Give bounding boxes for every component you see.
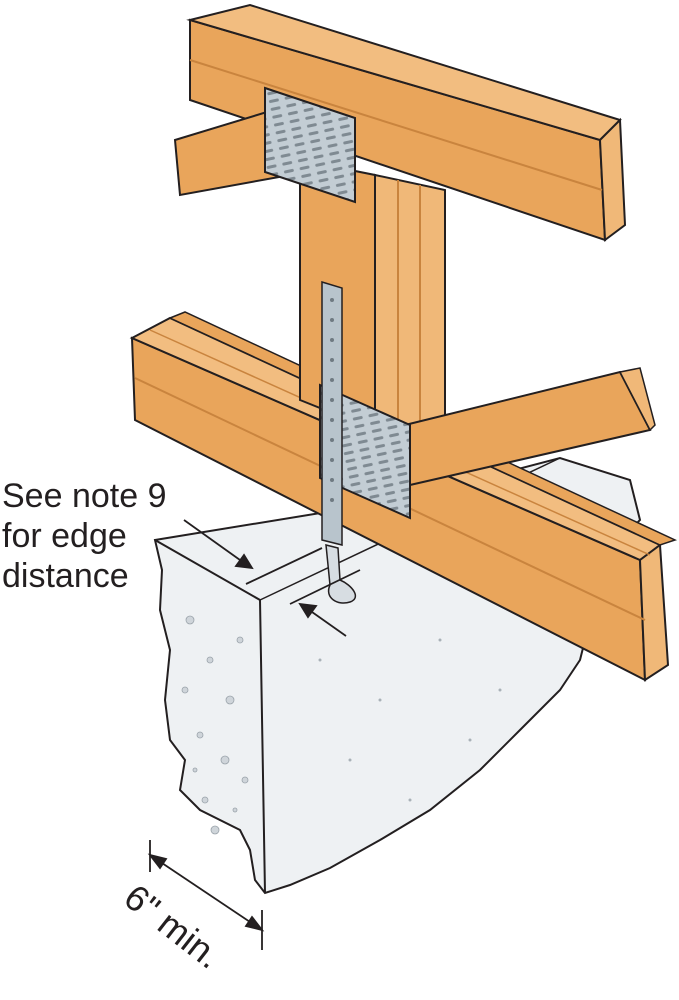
note-line-3: distance — [2, 557, 129, 595]
edge-distance-note: See note 9 for edge distance — [2, 476, 172, 596]
strap-anchor — [321, 280, 357, 604]
edge-distance-arrows — [183, 519, 361, 637]
minimum-width-dimension — [147, 840, 265, 950]
upper-tie-plate — [264, 86, 356, 204]
note-line-2: for edge — [2, 517, 127, 555]
note-line-1: See note 9 — [2, 477, 167, 515]
top-plate-lumber — [173, 3, 627, 242]
